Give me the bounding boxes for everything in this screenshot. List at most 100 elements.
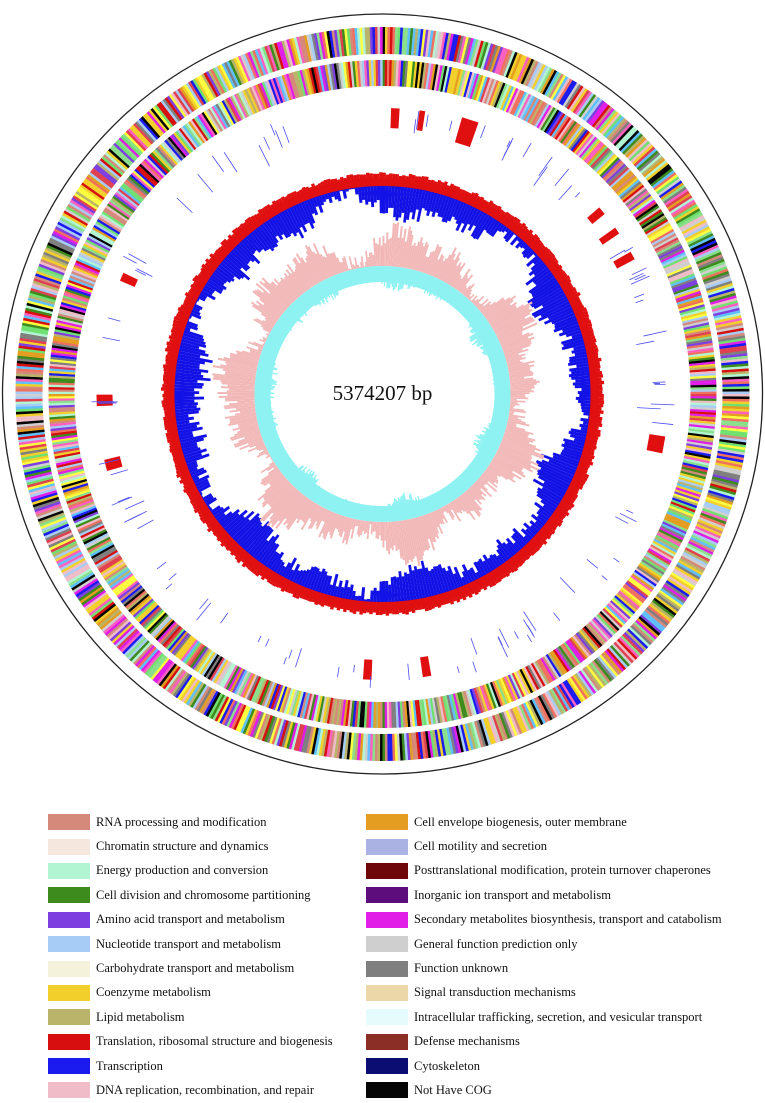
rrna-marker — [104, 456, 122, 471]
cog-gene-segment — [380, 702, 383, 728]
gc-content-bar — [597, 417, 602, 421]
cog-gene-segment — [690, 389, 716, 392]
gc-skew-bar — [345, 189, 349, 192]
legend-label: Lipid metabolism — [96, 1010, 185, 1025]
trna-marker — [614, 558, 620, 562]
gc-skew-bar — [376, 591, 379, 602]
gc-content-bar — [598, 407, 602, 411]
trna-marker — [137, 269, 153, 277]
gc-skew-bar — [364, 599, 367, 601]
trna-marker — [502, 141, 512, 160]
legend-label: Energy production and conversion — [96, 863, 268, 878]
cog-gene-segment — [49, 394, 75, 397]
gc-content-bar — [356, 174, 360, 179]
rrna-marker — [455, 117, 479, 147]
trna-marker — [528, 626, 534, 635]
cog-gene-segment — [382, 702, 385, 728]
gc-content-bar — [596, 426, 599, 430]
legend-swatch — [48, 814, 90, 830]
legend-label: Nucleotide transport and metabolism — [96, 937, 281, 952]
legend-swatch — [48, 985, 90, 1001]
legend-swatch — [48, 1009, 90, 1025]
legend-label: Not Have COG — [414, 1083, 492, 1098]
gc-content-bar — [598, 400, 604, 404]
legend-label: Carbohydrate transport and metabolism — [96, 961, 294, 976]
gc-content-bar — [598, 374, 603, 378]
gc-skew-bar — [175, 394, 195, 397]
legend-label: Transcription — [96, 1059, 163, 1074]
trna-marker — [408, 664, 410, 680]
trna-marker — [523, 143, 531, 157]
gc-content-bar — [373, 610, 376, 613]
trna-marker — [264, 137, 270, 150]
legend-column-left: RNA processing and modification Chromati… — [48, 810, 333, 1103]
gc-skew-bar — [175, 397, 205, 401]
legend-label: Secondary metabolites biosynthesis, tran… — [414, 912, 722, 927]
depth-inner-bar — [379, 516, 381, 520]
rrna-marker — [587, 207, 605, 224]
gc-skew-bar — [361, 587, 365, 601]
circular-genome-map: 5374207 bp — [0, 0, 765, 790]
depth-inner-bar — [384, 513, 386, 520]
cog-gene-segment — [16, 396, 43, 399]
gc-content-bar — [163, 377, 167, 381]
legend-swatch — [366, 936, 408, 952]
depth-bar — [364, 266, 366, 267]
trna-marker — [624, 247, 633, 252]
trna-marker — [615, 517, 628, 524]
gc-content-bar — [386, 610, 389, 616]
trna-marker — [138, 520, 154, 529]
depth-inner-bar — [369, 269, 371, 272]
gc-skew-bar — [583, 412, 589, 416]
gc-content-bar — [399, 609, 403, 613]
gc-content-bar — [408, 608, 412, 612]
legend-item: Coenzyme metabolism — [48, 981, 333, 1005]
legend-label: Chromatin structure and dynamics — [96, 839, 269, 854]
gc-content-bar — [395, 609, 399, 614]
depth-bar — [510, 394, 525, 396]
depth-inner-bar — [373, 518, 375, 520]
trna-marker — [534, 167, 548, 186]
trna-marker — [157, 562, 166, 569]
gc-content-bar — [363, 174, 367, 179]
legend-label: Cytoskeleton — [414, 1059, 480, 1074]
legend-item: Translation, ribosomal structure and bio… — [48, 1030, 333, 1054]
legend-item: Defense mechanisms — [366, 1030, 722, 1054]
gc-content-bar — [366, 609, 370, 612]
rrna-marker — [120, 273, 138, 287]
legend-label: Translation, ribosomal structure and bio… — [96, 1034, 333, 1049]
gc-content-bar — [343, 178, 347, 182]
gc-content-bar — [597, 413, 600, 417]
cog-gene-segment — [384, 702, 387, 728]
trna-marker — [337, 667, 339, 677]
trna-marker — [559, 186, 572, 200]
gc-content-bar — [379, 172, 382, 178]
legend-swatch — [366, 1034, 408, 1050]
legend-item: RNA processing and modification — [48, 810, 333, 834]
cog-gene-segment — [382, 734, 385, 761]
genome-size-label: 5374207 bp — [333, 381, 433, 405]
depth-inner-bar — [257, 395, 270, 397]
gc-content-bar — [163, 407, 167, 411]
depth-bar — [381, 522, 383, 541]
trna-marker — [125, 501, 144, 509]
rrna-marker — [599, 228, 619, 245]
depth-inner-bar — [497, 391, 508, 393]
legend-column-right: Cell envelope biogenesis, outer membrane… — [366, 810, 722, 1103]
gc-content-bar — [162, 394, 166, 397]
gc-content-bar — [383, 173, 386, 178]
legend-item: Signal transduction mechanisms — [366, 981, 722, 1005]
legend-item: Chromatin structure and dynamics — [48, 834, 333, 858]
gc-skew-bar — [578, 400, 590, 404]
gc-content-bar — [163, 417, 168, 421]
gc-skew-bar — [373, 588, 377, 602]
legend-label: Coenzyme metabolism — [96, 985, 211, 1000]
gc-skew-bar — [578, 391, 591, 394]
legend-item: Cell division and chromosome partitionin… — [48, 883, 333, 907]
legend-swatch — [48, 839, 90, 855]
legend-swatch — [366, 863, 408, 879]
depth-inner-bar — [504, 398, 508, 400]
legend-swatch — [366, 961, 408, 977]
cog-gene-segment — [16, 394, 43, 397]
legend-item: Secondary metabolites biosynthesis, tran… — [366, 908, 722, 932]
